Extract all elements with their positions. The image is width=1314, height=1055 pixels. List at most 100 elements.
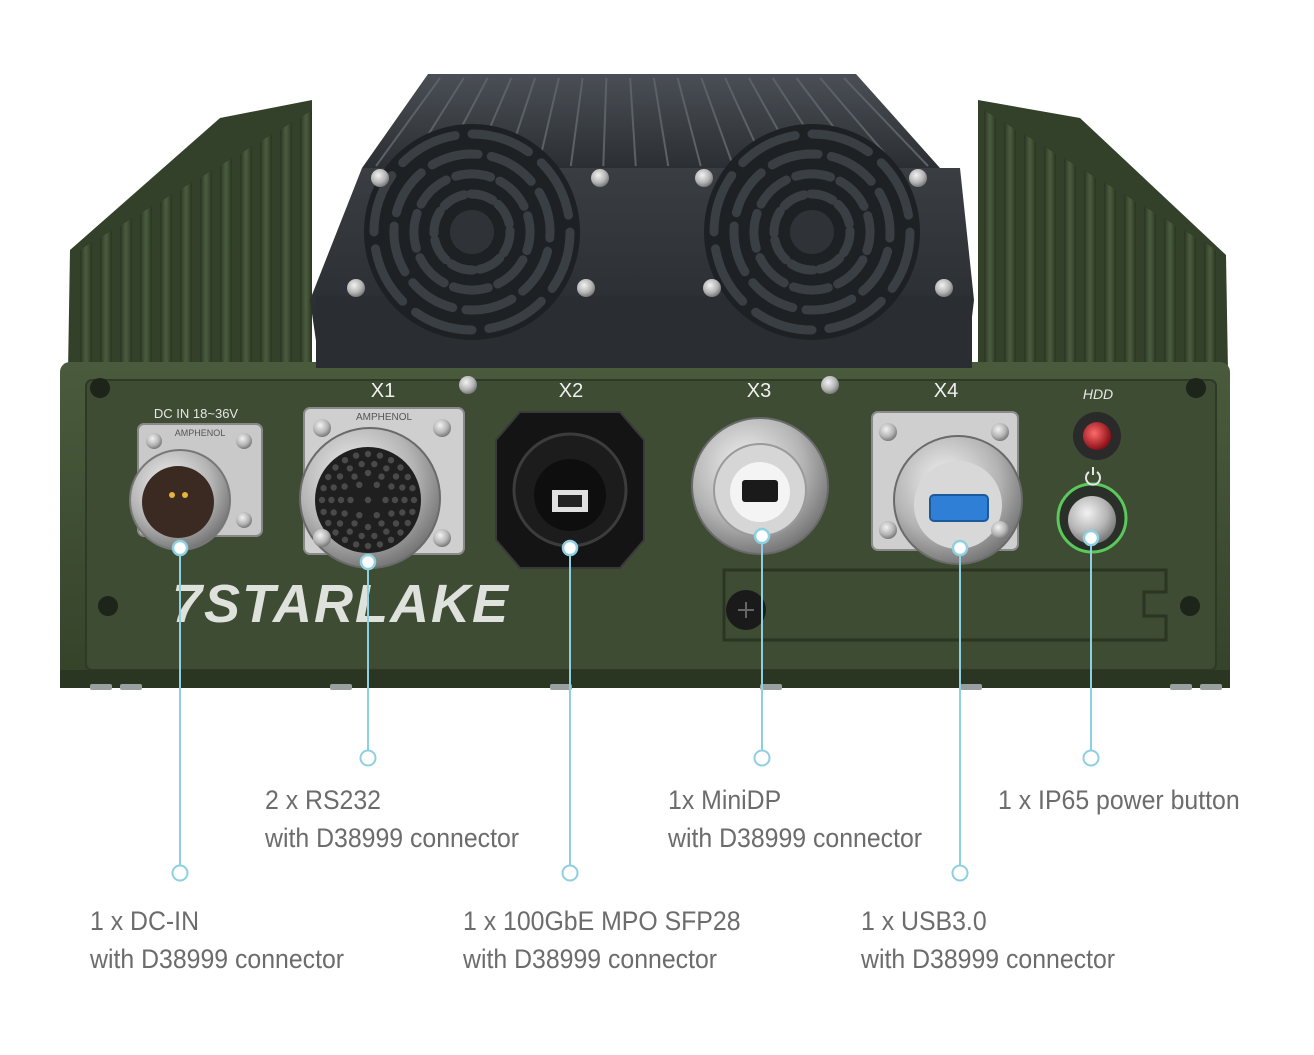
- callout-sfp28: 1 x 100GbE MPO SFP28 with D38999 connect…: [463, 902, 741, 978]
- fan-slot: [430, 235, 451, 265]
- storage-bay: [722, 568, 1168, 642]
- plate-screw: [459, 376, 477, 394]
- callout-dc-in-line2: with D38999 connector: [90, 944, 345, 974]
- callout-leader: [561, 539, 579, 882]
- connector-pin: [401, 496, 408, 504]
- dc-in-maker-text: AMPHENOL: [175, 428, 226, 438]
- connector-pin: [356, 512, 363, 519]
- callout-dc-in: 1 x DC-IN with D38999 connector: [90, 902, 344, 978]
- fan-slot: [788, 282, 833, 295]
- fan-hub: [790, 210, 834, 254]
- lid-rib: [700, 77, 735, 167]
- connector-pin: [410, 496, 418, 504]
- connector-pin: [347, 496, 354, 504]
- connector-pin: [373, 512, 380, 519]
- plate-screw: [821, 376, 839, 394]
- connector-pin: [332, 529, 339, 536]
- fan-slot: [391, 168, 426, 218]
- connector-pin: [376, 452, 384, 459]
- fan-slot: [518, 246, 553, 296]
- fan-slot: [486, 151, 536, 186]
- connector-pin: [397, 464, 404, 471]
- heatsink-fin: [200, 170, 212, 372]
- callout-rs232: 2 x RS232 with D38999 connector: [265, 781, 519, 857]
- connector-pin: [325, 473, 332, 481]
- connector-pin: [392, 473, 400, 480]
- heatsink-fin: [984, 110, 996, 372]
- callout-leader: [753, 527, 771, 767]
- connector-pin: [376, 541, 384, 548]
- callout-sfp28-line1: 1 x 100GbE MPO SFP28: [463, 906, 741, 936]
- fan-slot: [767, 149, 823, 170]
- heatsink-fin: [280, 122, 292, 372]
- connector-pin: [409, 508, 416, 516]
- dc-in-label: DC IN 18~36V: [154, 406, 239, 421]
- connector-pin: [364, 450, 372, 458]
- connector-pin: [409, 484, 416, 492]
- plate-screw: [703, 279, 721, 297]
- connector-pin: [351, 520, 358, 527]
- fan-slot: [484, 296, 546, 333]
- fan-slot: [835, 176, 869, 211]
- minidp-connector: [691, 417, 829, 555]
- connector-pin: [364, 523, 372, 531]
- connector-pin: [336, 520, 344, 527]
- connector-pin: [320, 484, 327, 492]
- fan-slot: [371, 244, 408, 306]
- fan-slot: [751, 307, 817, 335]
- chassis-foot: [960, 684, 982, 690]
- fan-slot: [748, 278, 798, 313]
- leader-dot-top: [951, 539, 969, 557]
- fan-slot: [411, 307, 477, 335]
- heatsink-fin: [300, 110, 312, 372]
- heatsink-fin: [1044, 146, 1056, 372]
- connector-pin: [341, 483, 348, 490]
- chassis-screw: [90, 378, 110, 398]
- lid-rib: [676, 77, 702, 167]
- callout-usb3-line2: with D38999 connector: [861, 944, 1116, 974]
- connector-pin: [388, 483, 395, 490]
- port-label-x3: X3: [747, 380, 771, 402]
- heatsink-fin: [180, 182, 192, 372]
- connector-pin: [373, 481, 380, 488]
- usb3-connector: [871, 411, 1023, 565]
- plate-screw: [935, 279, 953, 297]
- connector-pin: [346, 465, 353, 472]
- power-icon: [1085, 467, 1101, 486]
- callout-leader: [359, 553, 377, 767]
- connector-pin: [387, 457, 395, 464]
- port-label-x2: X2: [559, 380, 583, 402]
- heatsink-fin: [1004, 122, 1016, 372]
- connector-pin: [378, 473, 385, 480]
- heatsink-fin: [1064, 158, 1076, 372]
- fan-slot: [409, 208, 422, 253]
- callout-sfp28-line2: with D38999 connector: [463, 944, 718, 974]
- chassis-foot: [1170, 684, 1192, 690]
- heatsink-fin: [80, 242, 92, 372]
- fan-slot: [439, 190, 469, 211]
- plate-screw: [591, 169, 609, 187]
- connector-pin: [364, 542, 372, 550]
- fan-slot: [408, 278, 458, 313]
- fan-slot: [806, 189, 838, 205]
- fan-slot: [791, 169, 836, 182]
- connector-pin: [341, 457, 349, 464]
- fan-slot: [729, 221, 750, 277]
- callout-usb3-line1: 1 x USB3.0: [861, 906, 987, 936]
- heatsink-fin: [1124, 194, 1136, 372]
- heatsink-fin: [260, 134, 272, 372]
- fan-slot: [467, 129, 533, 157]
- rs232-maker-text: AMPHENOL: [356, 412, 413, 423]
- connector-pin: [371, 460, 378, 468]
- connector-pin: [399, 484, 406, 491]
- leader-dot-top: [561, 539, 579, 557]
- leader-dot-bottom: [951, 864, 969, 882]
- fan-slot: [522, 211, 535, 256]
- heatsink-fin: [1204, 242, 1216, 372]
- plate-screw: [347, 279, 365, 297]
- connector-pin: [358, 460, 365, 468]
- connector-pin: [336, 473, 344, 480]
- hdd-label: HDD: [1083, 386, 1113, 402]
- fan-slot: [876, 158, 913, 220]
